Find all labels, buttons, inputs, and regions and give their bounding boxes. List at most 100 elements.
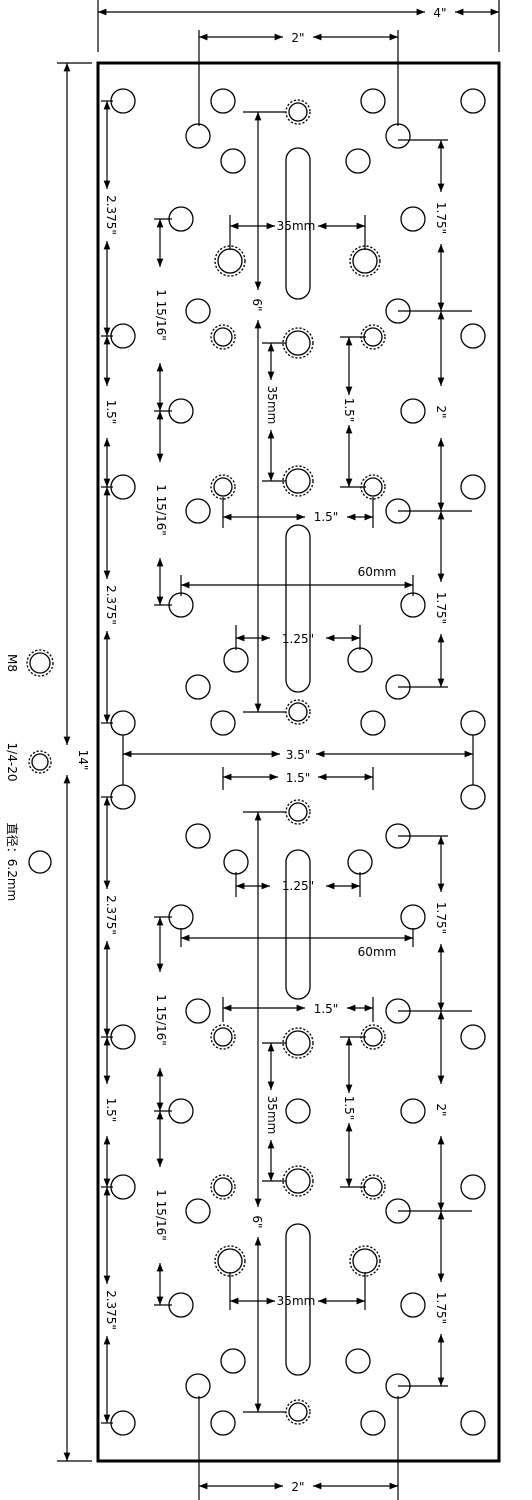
hole-6-2mm: [168, 398, 194, 424]
dim-left-2375-b: 2.375": [104, 585, 118, 625]
hole-quarter-20: [213, 1177, 233, 1197]
hole-6-2mm: [360, 710, 386, 736]
dim-left-2375-d: 2.375": [104, 1290, 118, 1330]
dim-35-center: 3.5": [286, 748, 311, 762]
hole-6-2mm: [110, 1174, 136, 1200]
dim-left-15-a: 1.5": [104, 400, 118, 425]
legend-m8-label: M8: [5, 654, 19, 672]
hole-quarter-20: [288, 702, 308, 722]
hole-m8: [352, 248, 378, 274]
legend: M8 1/4-20 直径：6.2mm: [5, 649, 54, 901]
hole-quarter-20: [363, 1027, 383, 1047]
hole-6-2mm: [110, 474, 136, 500]
hole-6-2mm: [185, 823, 211, 849]
dim-35mm-vert-bottom: 35mm: [265, 1096, 279, 1135]
dimension-lines: [57, 0, 500, 1500]
hole-6-2mm: [168, 904, 194, 930]
dim-35mm-vert-top: 35mm: [265, 386, 279, 425]
hole-6-2mm: [460, 88, 486, 114]
hole-6-2mm: [210, 710, 236, 736]
dim-11516-c: 1 15/16": [154, 994, 168, 1046]
hole-quarter-20: [363, 327, 383, 347]
legend-diameter-label: 直径：6.2mm: [5, 823, 19, 901]
slots: [285, 147, 311, 1376]
slot: [285, 147, 311, 300]
hole-m8: [217, 248, 243, 274]
hole-6-2mm: [345, 148, 371, 174]
dim-right-175-d: 1.75": [434, 1292, 448, 1324]
hole-6-2mm: [220, 148, 246, 174]
dim-right-175-b: 1.75": [434, 592, 448, 624]
hole-quarter-20: [288, 802, 308, 822]
legend-quarter20-label: 1/4-20: [5, 743, 19, 782]
dim-overall-width: 4": [433, 6, 446, 20]
hole-6-2mm: [110, 1024, 136, 1050]
hole-6-2mm: [400, 592, 426, 618]
dim-left-2375-c: 2.375": [104, 895, 118, 935]
hole-6-2mm: [210, 88, 236, 114]
hole-6-2mm: [460, 710, 486, 736]
slot: [285, 1223, 311, 1376]
hole-m8: [285, 330, 311, 356]
slot: [285, 849, 311, 1000]
hole-6-2mm: [110, 88, 136, 114]
hole-6-2mm: [360, 88, 386, 114]
hole-6-2mm: [460, 784, 486, 810]
hole-6-2mm: [345, 1348, 371, 1374]
dim-11516-d: 1 15/16": [154, 1189, 168, 1241]
hole-6-2mm: [185, 998, 211, 1024]
hole-quarter-20: [213, 1027, 233, 1047]
hole-m8: [217, 1248, 243, 1274]
hole-6-2mm: [400, 1098, 426, 1124]
hole-6-2mm: [220, 1348, 246, 1374]
hole-quarter-20: [363, 477, 383, 497]
dim-top-inner: 2": [291, 31, 304, 45]
dim-60mm-top: 60mm: [358, 565, 397, 579]
hole-quarter-20: [213, 327, 233, 347]
hole-m8: [285, 468, 311, 494]
hole-6-2mm: [185, 498, 211, 524]
hole-quarter-20: [213, 477, 233, 497]
hole-6-2mm: [400, 398, 426, 424]
hole-6-2mm: [110, 1410, 136, 1436]
hole-6-2mm: [110, 710, 136, 736]
hole-6-2mm: [168, 1292, 194, 1318]
hole-6-2mm: [185, 123, 211, 149]
hole-6-2mm: [185, 1198, 211, 1224]
hole-6-2mm: [223, 849, 249, 875]
hole-6-2mm: [185, 298, 211, 324]
dim-right-2-b: 2": [434, 1103, 448, 1116]
hole-6-2mm: [347, 849, 373, 875]
hole-6-2mm: [400, 206, 426, 232]
hole-6-2mm: [347, 647, 373, 673]
dim-overall-height: 14": [76, 750, 90, 771]
dim-15-h-c: 1.5": [314, 1002, 339, 1016]
hole-6-2mm: [185, 1373, 211, 1399]
hole-6-2mm: [460, 323, 486, 349]
legend-plain-symbol: [28, 850, 52, 874]
dim-left-15-b: 1.5": [104, 1098, 118, 1123]
hole-6-2mm: [168, 592, 194, 618]
dim-15-h-b: 1.5": [286, 771, 311, 785]
hole-quarter-20: [288, 1402, 308, 1422]
hole-6-2mm: [460, 474, 486, 500]
dim-15-vert-top: 1.5": [342, 398, 356, 423]
hole-6-2mm: [185, 674, 211, 700]
hole-6-2mm: [223, 647, 249, 673]
hole-6-2mm: [110, 323, 136, 349]
hole-6-2mm: [285, 1098, 311, 1124]
dim-left-2375-a: 2.375": [104, 195, 118, 235]
dim-right-175-c: 1.75": [434, 902, 448, 934]
legend-m8-inner: [29, 652, 51, 674]
hole-quarter-20: [288, 102, 308, 122]
hole-6-2mm: [360, 1410, 386, 1436]
hole-6-2mm: [460, 1024, 486, 1050]
hole-m8: [285, 1030, 311, 1056]
hole-6-2mm: [168, 206, 194, 232]
holes: [110, 88, 486, 1436]
dim-11516-a: 1 15/16": [154, 289, 168, 341]
hole-6-2mm: [385, 123, 411, 149]
dim-bottom-inner: 2": [291, 1480, 304, 1494]
dim-125-bottom: 1.25": [282, 879, 314, 893]
dim-6-bottom: 6": [250, 1215, 264, 1228]
